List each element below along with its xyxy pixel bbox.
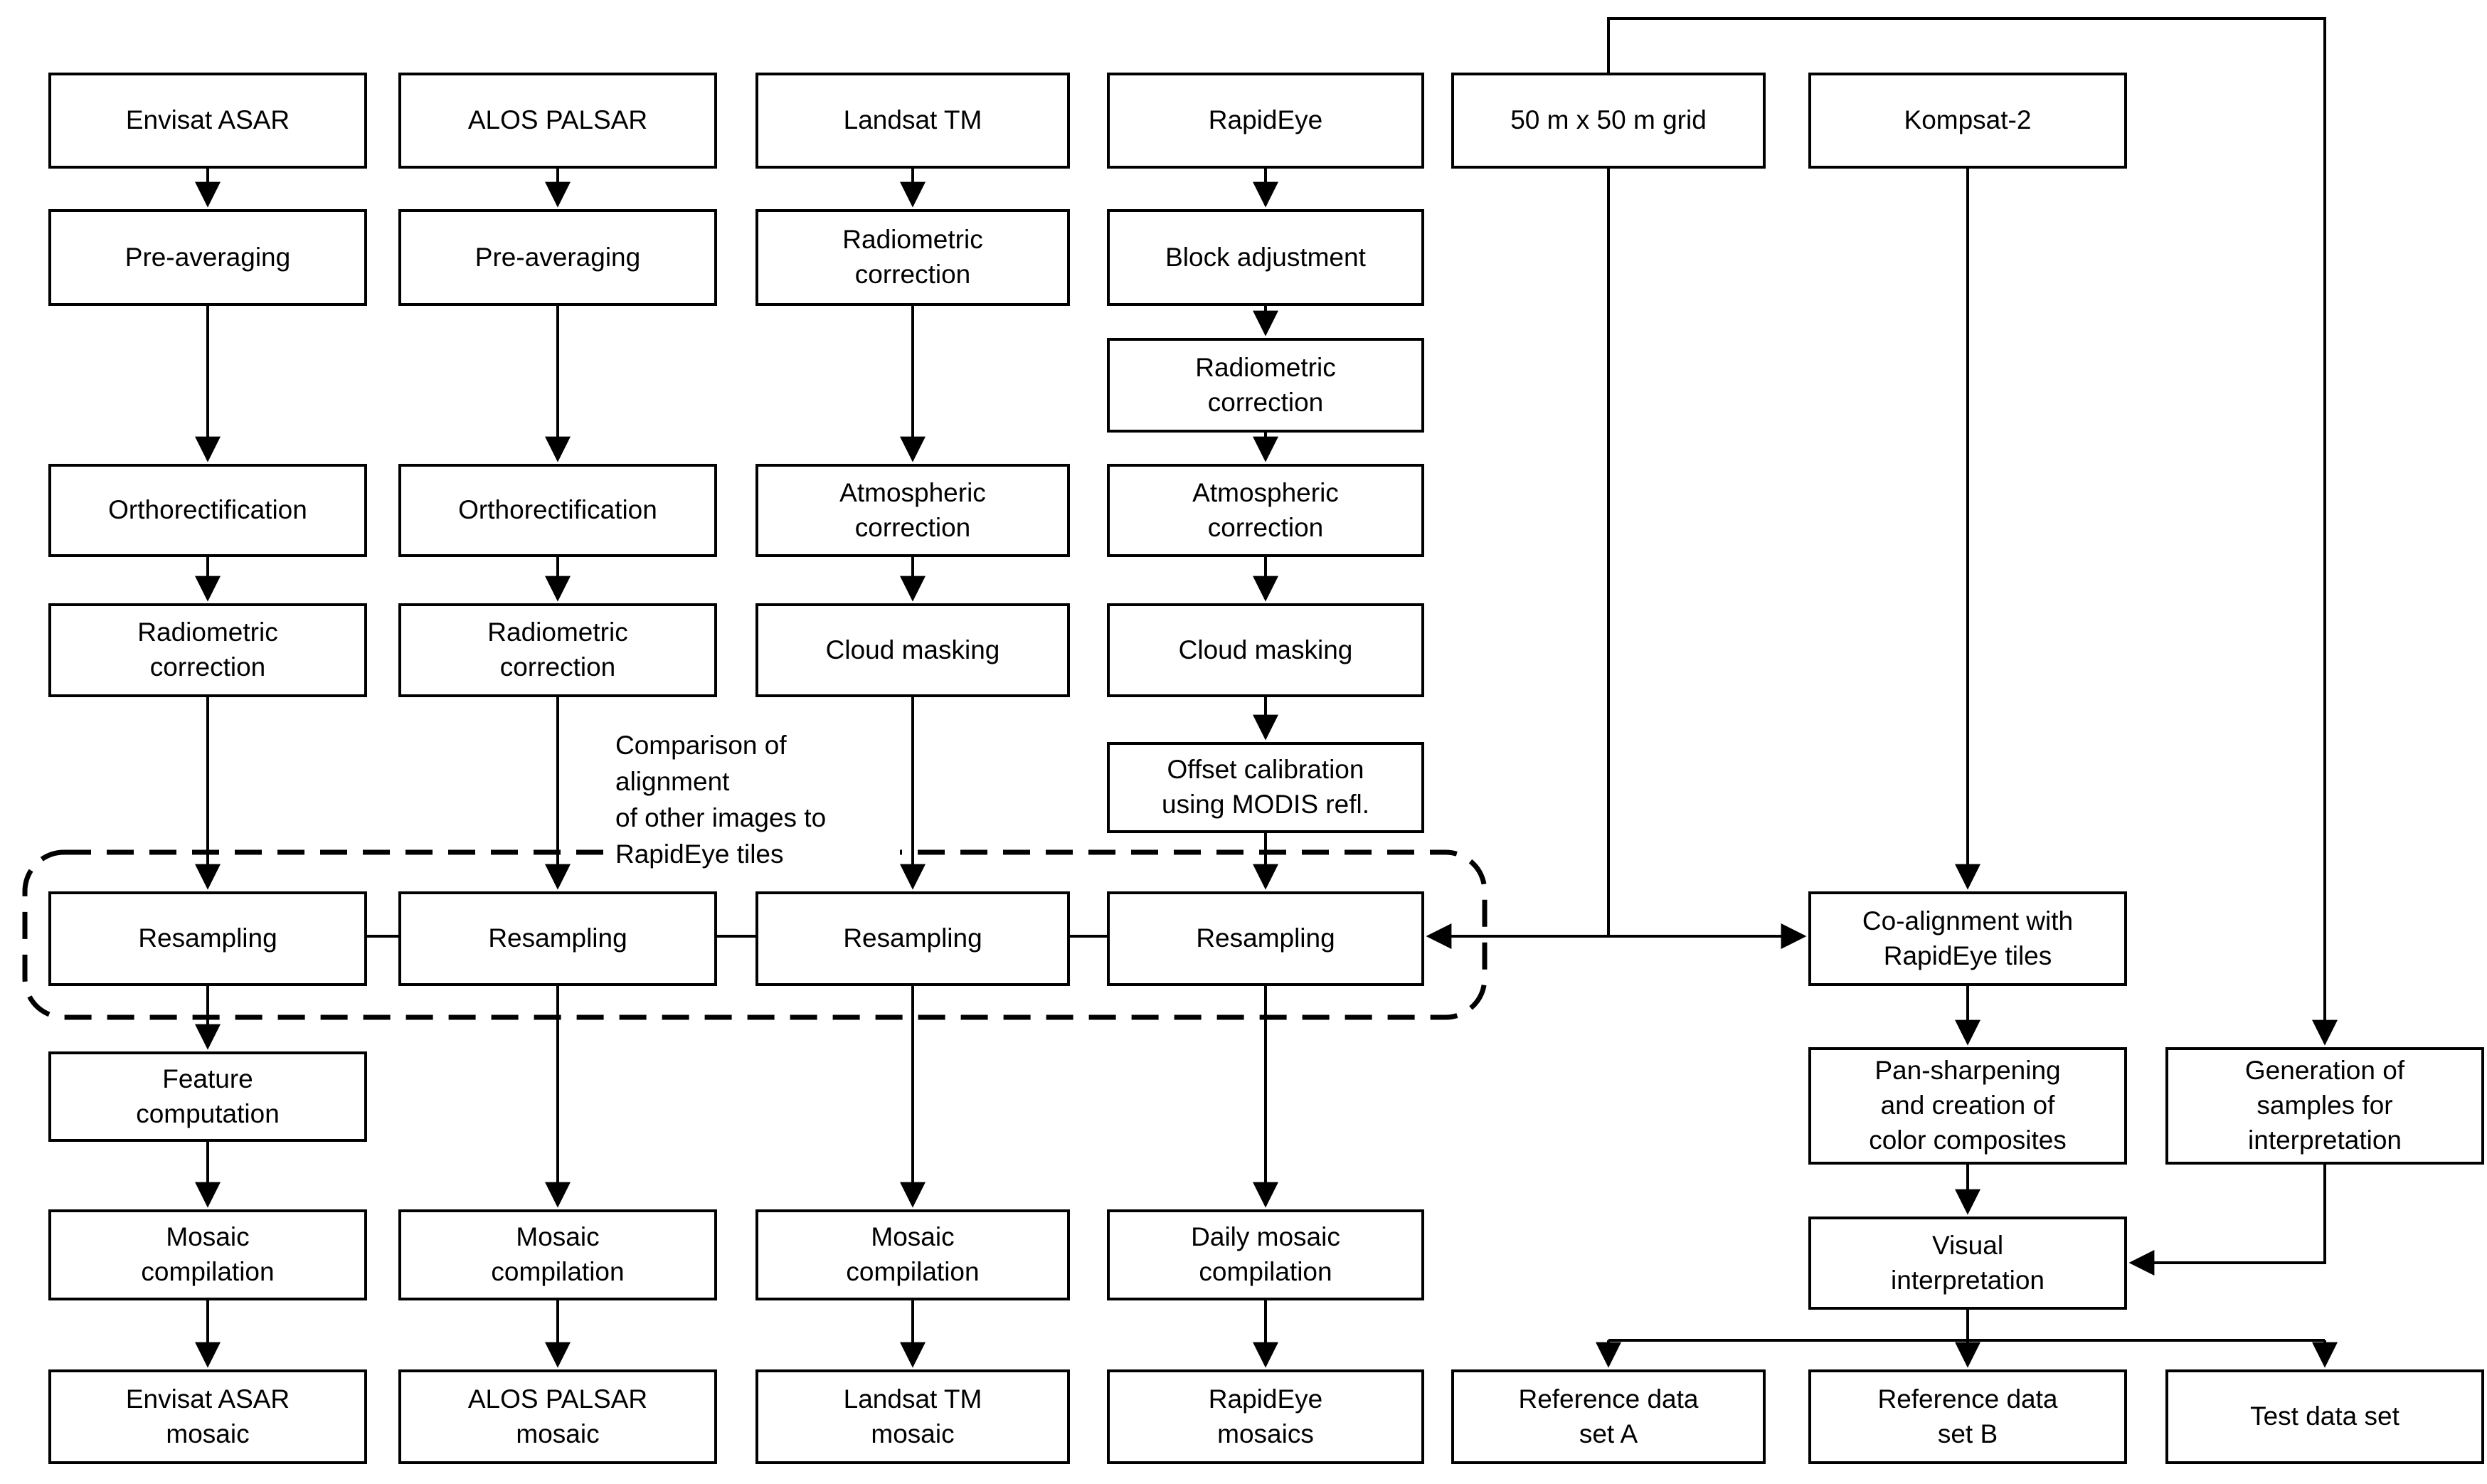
- node-block-adjustment: Block adjustment: [1107, 209, 1424, 306]
- node-pre-averaging-asar: Pre-averaging: [48, 209, 367, 306]
- node-kompsat-2: Kompsat-2: [1808, 73, 2127, 169]
- node-offset-calibration: Offset calibration using MODIS refl.: [1107, 742, 1424, 833]
- node-pre-averaging-palsar: Pre-averaging: [398, 209, 717, 306]
- node-envisat-asar: Envisat ASAR: [48, 73, 367, 169]
- node-radiometric-correction-asar: Radiometric correction: [48, 603, 367, 697]
- comparison-annotation: Comparison of alignment of other images …: [615, 724, 900, 876]
- node-envisat-asar-mosaic: Envisat ASAR mosaic: [48, 1369, 367, 1464]
- node-visual-interpretation: Visual interpretation: [1808, 1217, 2127, 1310]
- node-radiometric-correction-palsar: Radiometric correction: [398, 603, 717, 697]
- node-orthorectification-asar: Orthorectification: [48, 464, 367, 557]
- node-generation-of-samples: Generation of samples for interpretation: [2165, 1047, 2484, 1165]
- node-resampling-rapideye: Resampling: [1107, 891, 1424, 986]
- node-resampling-palsar: Resampling: [398, 891, 717, 986]
- node-radiometric-correction-landsat: Radiometric correction: [755, 209, 1070, 306]
- node-alos-palsar: ALOS PALSAR: [398, 73, 717, 169]
- node-test-data-set: Test data set: [2165, 1369, 2484, 1464]
- node-radiometric-correction-rapideye: Radiometric correction: [1107, 338, 1424, 433]
- node-landsat-tm-mosaic: Landsat TM mosaic: [755, 1369, 1070, 1464]
- node-mosaic-compilation-palsar: Mosaic compilation: [398, 1209, 717, 1300]
- node-50m-grid: 50 m x 50 m grid: [1451, 73, 1766, 169]
- node-mosaic-compilation-asar: Mosaic compilation: [48, 1209, 367, 1300]
- node-rapideye-mosaics: RapidEye mosaics: [1107, 1369, 1424, 1464]
- node-co-alignment: Co-alignment with RapidEye tiles: [1808, 891, 2127, 986]
- node-atmospheric-correction-landsat: Atmospheric correction: [755, 464, 1070, 557]
- node-daily-mosaic-compilation: Daily mosaic compilation: [1107, 1209, 1424, 1300]
- node-orthorectification-palsar: Orthorectification: [398, 464, 717, 557]
- node-feature-computation: Feature computation: [48, 1051, 367, 1142]
- node-mosaic-compilation-landsat: Mosaic compilation: [755, 1209, 1070, 1300]
- node-cloud-masking-landsat: Cloud masking: [755, 603, 1070, 697]
- node-resampling-landsat: Resampling: [755, 891, 1070, 986]
- node-landsat-tm: Landsat TM: [755, 73, 1070, 169]
- node-atmospheric-correction-rapideye: Atmospheric correction: [1107, 464, 1424, 557]
- node-rapideye: RapidEye: [1107, 73, 1424, 169]
- node-cloud-masking-rapideye: Cloud masking: [1107, 603, 1424, 697]
- node-pan-sharpening: Pan-sharpening and creation of color com…: [1808, 1047, 2127, 1165]
- node-reference-data-set-a: Reference data set A: [1451, 1369, 1766, 1464]
- node-resampling-asar: Resampling: [48, 891, 367, 986]
- node-reference-data-set-b: Reference data set B: [1808, 1369, 2127, 1464]
- node-alos-palsar-mosaic: ALOS PALSAR mosaic: [398, 1369, 717, 1464]
